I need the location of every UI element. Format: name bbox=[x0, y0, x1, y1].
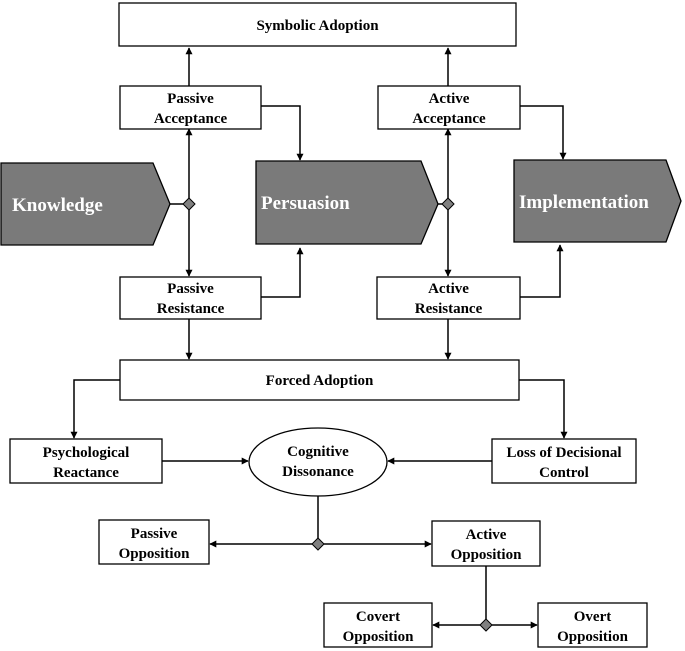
forced-adoption-label: Forced Adoption bbox=[266, 373, 374, 389]
covert-opposition-line2: Opposition bbox=[343, 629, 415, 645]
node-covert-opposition: Covert Opposition bbox=[323, 602, 433, 648]
arrow-forced-to-loss-of-control bbox=[519, 379, 568, 439]
persuasion-label: Persuasion bbox=[261, 193, 350, 214]
arrow-forced-to-reactance bbox=[70, 379, 120, 439]
passive-opposition-line1: Passive bbox=[131, 526, 178, 542]
decision-diamonds bbox=[182, 197, 493, 632]
loss-of-control-line1: Loss of Decisional bbox=[506, 445, 621, 461]
arrow-active-acceptance-to-implementation bbox=[520, 105, 567, 160]
node-active-resistance: Active Resistance bbox=[376, 276, 521, 320]
node-forced-adoption: Forced Adoption bbox=[119, 359, 520, 401]
arrow-active-resistance-to-implementation bbox=[520, 244, 564, 298]
passive-resistance-line1: Passive bbox=[167, 281, 214, 297]
psychological-reactance-line2: Reactance bbox=[53, 465, 119, 481]
covert-opposition-line1: Covert bbox=[356, 609, 400, 625]
node-passive-acceptance: Passive Acceptance bbox=[119, 85, 262, 130]
knowledge-label: Knowledge bbox=[12, 195, 103, 216]
loss-of-control-line2: Control bbox=[539, 465, 589, 481]
active-opposition-line2: Opposition bbox=[451, 547, 523, 563]
stage-implementation: Implementation bbox=[513, 159, 682, 243]
cognitive-dissonance-line2: Dissonance bbox=[282, 464, 354, 480]
active-opposition-line1: Active bbox=[466, 527, 507, 543]
diamond-dissonance bbox=[311, 537, 325, 551]
node-cognitive-dissonance: Cognitive Dissonance bbox=[248, 427, 388, 497]
arrow-passive-resistance-to-persuasion bbox=[261, 247, 304, 298]
active-acceptance-line2: Acceptance bbox=[412, 111, 486, 127]
node-overt-opposition: Overt Opposition bbox=[537, 602, 648, 648]
diamond-knowledge bbox=[182, 197, 196, 211]
passive-resistance-line2: Resistance bbox=[157, 301, 225, 317]
node-active-opposition: Active Opposition bbox=[431, 520, 541, 567]
active-resistance-line1: Active bbox=[428, 281, 469, 297]
node-passive-opposition: Passive Opposition bbox=[98, 519, 210, 565]
node-psychological-reactance: Psychological Reactance bbox=[9, 438, 163, 484]
arrow-passive-acceptance-to-persuasion bbox=[261, 105, 304, 161]
active-acceptance-line1: Active bbox=[429, 91, 470, 107]
node-active-acceptance: Active Acceptance bbox=[377, 85, 521, 130]
passive-opposition-line2: Opposition bbox=[119, 546, 191, 562]
stage-knowledge: Knowledge bbox=[0, 162, 171, 246]
node-symbolic-adoption: Symbolic Adoption bbox=[118, 2, 517, 47]
diamond-persuasion bbox=[441, 197, 455, 211]
psychological-reactance-line1: Psychological bbox=[43, 445, 130, 461]
connectors bbox=[70, 47, 568, 629]
active-resistance-line2: Resistance bbox=[415, 301, 483, 317]
cognitive-dissonance-line1: Cognitive bbox=[287, 444, 349, 460]
symbolic-adoption-label: Symbolic Adoption bbox=[256, 18, 379, 34]
overt-opposition-line2: Opposition bbox=[557, 629, 629, 645]
passive-acceptance-line2: Acceptance bbox=[154, 111, 228, 127]
node-passive-resistance: Passive Resistance bbox=[119, 276, 262, 320]
stage-persuasion: Persuasion bbox=[255, 160, 439, 245]
implementation-label: Implementation bbox=[519, 192, 649, 213]
node-loss-of-decisional-control: Loss of Decisional Control bbox=[491, 438, 637, 484]
overt-opposition-line1: Overt bbox=[574, 609, 611, 625]
passive-acceptance-line1: Passive bbox=[167, 91, 214, 107]
diamond-active-opposition bbox=[479, 618, 493, 632]
